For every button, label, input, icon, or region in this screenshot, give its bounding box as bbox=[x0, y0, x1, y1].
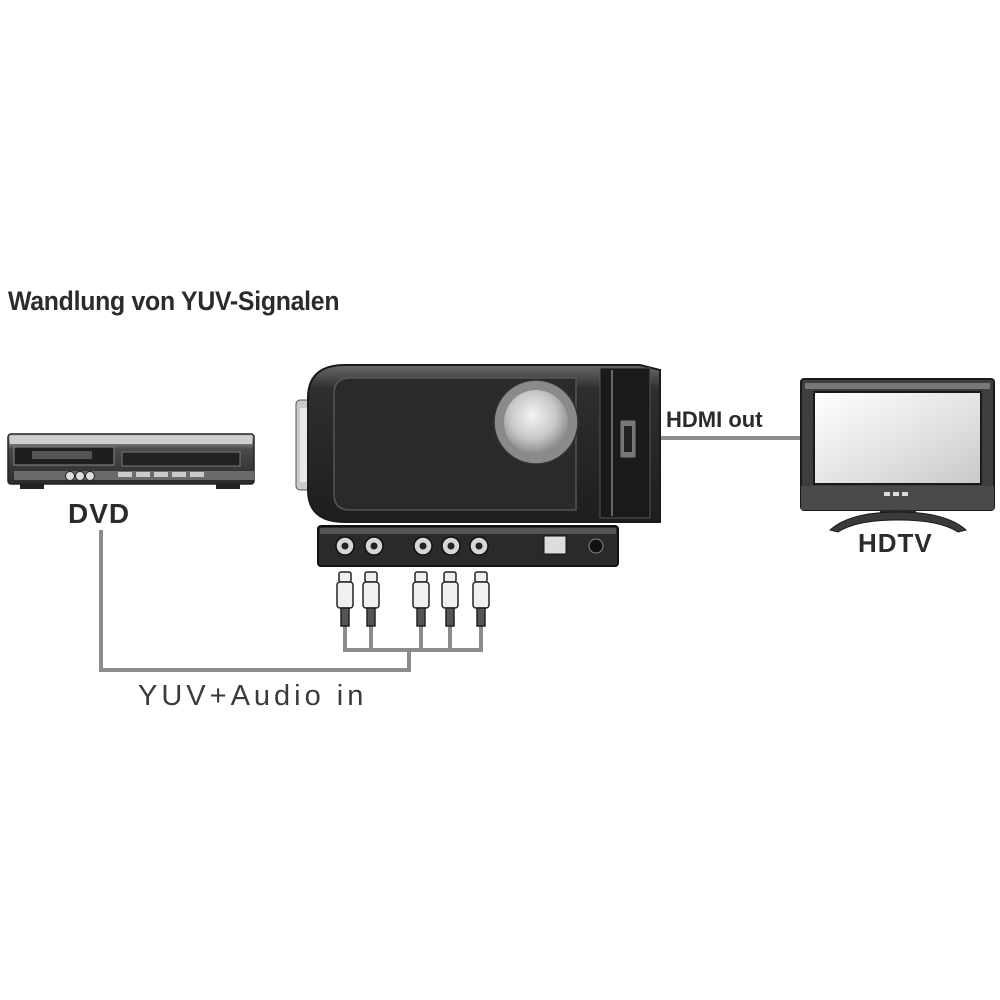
converter-box-icon bbox=[295, 364, 661, 567]
diagram-title: Wandlung von YUV-Signalen bbox=[8, 286, 340, 316]
hdtv-icon bbox=[800, 378, 995, 533]
dvd-player-icon bbox=[7, 433, 255, 489]
cable-yuv-audio bbox=[99, 530, 483, 672]
dvd-label: DVD bbox=[68, 498, 131, 529]
yuv-audio-in-label: YUV+Audio in bbox=[138, 680, 368, 712]
hdtv-label: HDTV bbox=[858, 528, 933, 558]
hdmi-out-label: HDMI out bbox=[666, 407, 763, 432]
rca-plugs-icon bbox=[336, 571, 490, 627]
